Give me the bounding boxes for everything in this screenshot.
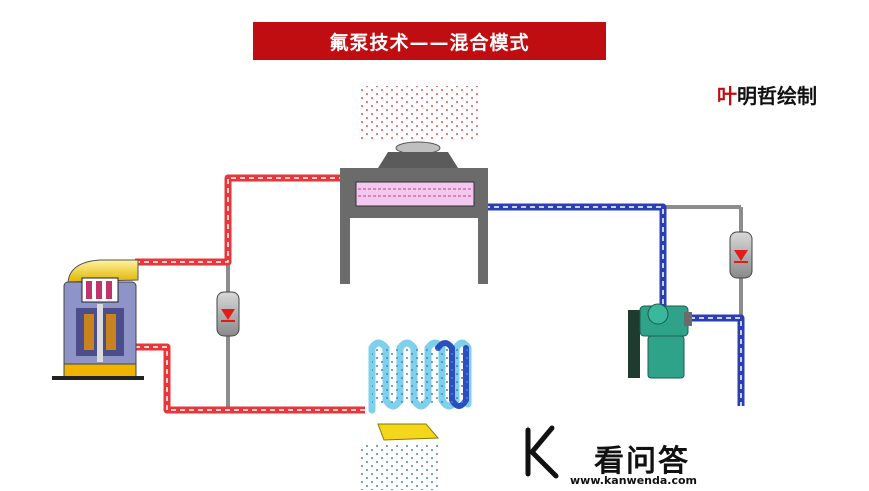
cold-air-dots [372,348,468,404]
cold-pipes [440,203,745,406]
watermark-logo [525,425,559,479]
title-text: 氟泵技术——混合模式 [329,31,530,54]
compressor [52,259,144,380]
author-accent: 叶 [717,84,737,108]
title-banner: 氟泵技术——混合模式 [253,22,606,60]
evaporator-coil [360,339,472,490]
hot-air-dots [358,86,478,141]
fluorine-pump [628,303,692,379]
author-rest: 明哲绘制 [737,84,817,108]
hot-pipes [135,174,365,414]
check-valve-right [729,231,753,279]
condenser-unit [340,86,488,284]
watermark-text: 看问答 [594,444,690,479]
cold-air-dots-lower [360,444,440,490]
watermark-url: www.kanwenda.com [570,474,697,487]
author-credit: 叶明哲绘制 [717,80,817,109]
check-valve-left [216,291,240,337]
